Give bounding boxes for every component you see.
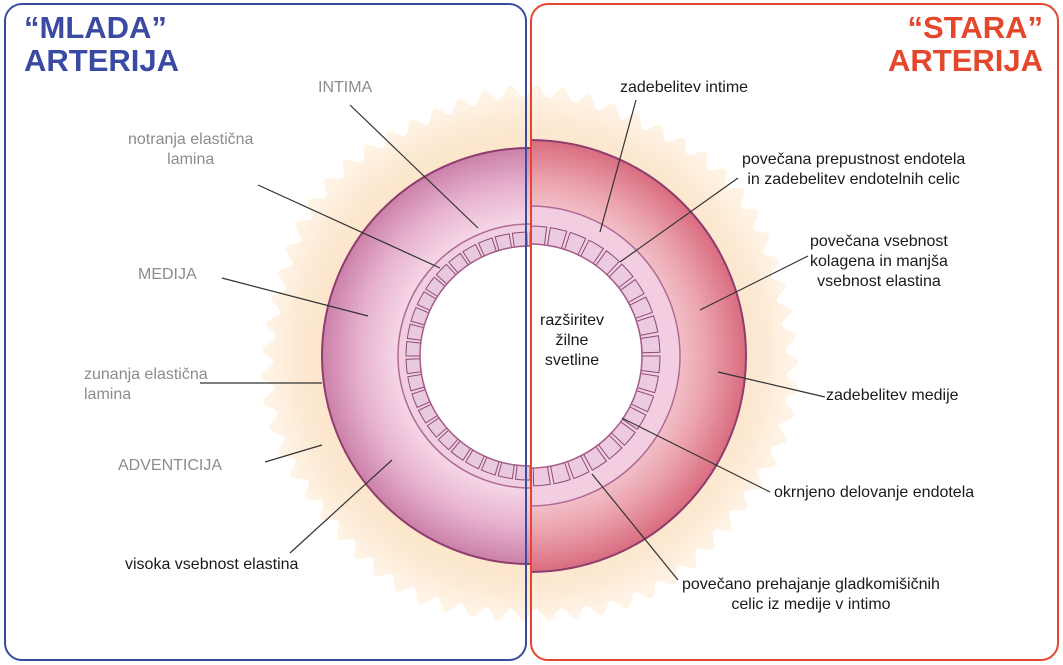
label-migration-line1: povečano prehajanje gladkomišičnih — [682, 575, 940, 595]
label-lumen: razširitev žilne svetline — [540, 311, 604, 371]
label-endothelial: okrnjeno delovanje endotela — [774, 483, 974, 503]
label-permeability-line2: in zadebelitev endotelnih celic — [742, 170, 965, 190]
label-permeability-line1: povečana prepustnost endotela — [742, 150, 965, 170]
label-collagen-line2: kolagena in manjša — [810, 252, 948, 272]
old-title-line1: “STARA” — [888, 11, 1043, 44]
label-elastin: visoka vsebnost elastina — [125, 555, 298, 575]
label-adventitia: ADVENTICIJA — [118, 456, 222, 476]
label-collagen: povečana vsebnost kolagena in manjša vse… — [810, 232, 948, 292]
old-artery-panel — [530, 3, 1059, 661]
old-title-line2: ARTERIJA — [888, 44, 1043, 77]
young-title-line1: “MLADA” — [24, 11, 179, 44]
label-lumen-line1: razširitev — [540, 311, 604, 331]
label-collagen-line1: povečana vsebnost — [810, 232, 948, 252]
label-external-lamina-line1: zunanja elastična — [84, 365, 208, 385]
label-internal-lamina: notranja elastična lamina — [128, 130, 253, 170]
label-permeability: povečana prepustnost endotela in zadebel… — [742, 150, 965, 190]
label-internal-lamina-line2: lamina — [128, 150, 253, 170]
young-artery-title: “MLADA” ARTERIJA — [24, 11, 179, 77]
label-intima: INTIMA — [318, 78, 372, 98]
label-media: MEDIJA — [138, 265, 197, 285]
label-lumen-line2: žilne — [540, 331, 604, 351]
label-external-lamina-line2: lamina — [84, 385, 208, 405]
label-media-thickening: zadebelitev medije — [826, 386, 959, 406]
label-external-lamina: zunanja elastična lamina — [84, 365, 208, 405]
label-lumen-line3: svetline — [540, 351, 604, 371]
label-migration-line2: celic iz medije v intimo — [682, 595, 940, 615]
label-intima-thickening: zadebelitev intime — [620, 78, 748, 98]
label-migration: povečano prehajanje gladkomišičnih celic… — [682, 575, 940, 615]
label-collagen-line3: vsebnost elastina — [810, 272, 948, 292]
young-title-line2: ARTERIJA — [24, 44, 179, 77]
label-internal-lamina-line1: notranja elastična — [128, 130, 253, 150]
old-artery-title: “STARA” ARTERIJA — [888, 11, 1043, 77]
